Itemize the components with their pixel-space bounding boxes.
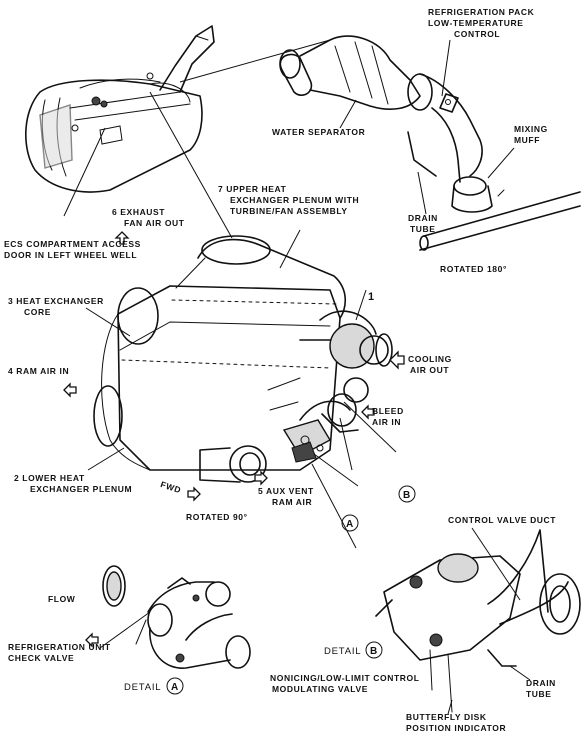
aux-vent-label: 5 AUX VENT RAM AIR <box>258 486 317 507</box>
svg-text:B: B <box>403 490 411 501</box>
svg-text:DETAIL: DETAIL <box>324 646 361 657</box>
rotated-180-label: ROTATED 180° <box>440 264 507 274</box>
refrigeration-check-valve-label: REFRIGERATION UNIT CHECK VALVE <box>8 642 114 663</box>
callout-a: A <box>341 514 359 532</box>
butterfly-indicator-label: BUTTERFLY DISK POSITION INDICATOR <box>406 712 506 733</box>
heat-exchanger-assembly <box>93 235 393 483</box>
svg-text:A: A <box>346 519 354 530</box>
detail-a-drawing <box>102 565 251 669</box>
heat-exchanger-core-label: 3 HEAT EXCHANGER CORE <box>8 296 107 317</box>
rotated-90-label: ROTATED 90° <box>186 512 248 522</box>
circle-letter-icon <box>365 641 383 659</box>
hollow-arrow-icon <box>389 350 405 370</box>
water-separator-assembly <box>279 35 581 251</box>
lower-plenum-label: 2 LOWER HEAT EXCHANGER PLENUM <box>14 473 132 494</box>
svg-text:B: B <box>370 646 378 657</box>
control-valve-duct-label: CONTROL VALVE DUCT <box>448 515 556 525</box>
detail-a-caption: DETAIL A <box>124 677 184 695</box>
hollow-arrow-icon <box>254 470 268 486</box>
drain-tube-top-label: DRAIN TUBE <box>408 213 441 234</box>
circle-letter-icon <box>166 677 184 695</box>
svg-text:DETAIL: DETAIL <box>124 682 161 693</box>
drain-tube-bottom-label: DRAIN TUBE <box>526 678 559 699</box>
hollow-arrow-icon <box>85 632 99 648</box>
ram-air-in-label: 4 RAM AIR IN <box>8 366 69 376</box>
ecs-door-label: ECS COMPARTMENT ACCESS DOOR IN LEFT WHEE… <box>4 239 144 260</box>
item-1-label: 1 <box>368 291 374 303</box>
hollow-arrow-icon <box>114 231 130 245</box>
bleed-air-in-label: BLEED AIR IN <box>372 406 407 427</box>
hollow-arrow-icon <box>63 382 77 398</box>
hollow-arrow-icon <box>361 404 375 420</box>
detail-b-drawing <box>375 529 581 713</box>
airflow-arrows <box>63 231 405 648</box>
cooling-air-out-label: COOLING AIR OUT <box>408 354 455 375</box>
circle-letter-icon <box>341 514 359 532</box>
exhaust-fan-label: 6 EXHAUST FAN AIR OUT <box>112 207 185 228</box>
nonicing-valve-label: NONICING/LOW-LIMIT CONTROL MODULATING VA… <box>270 673 422 694</box>
fwd-label: FWD <box>159 479 182 495</box>
mixing-muff-label: MIXING MUFF <box>514 124 551 145</box>
labels: REFRIGERATION PACK LOW-TEMPERATURE CONTR… <box>4 7 559 733</box>
refrigeration-pack-label: REFRIGERATION PACK LOW-TEMPERATURE CONTR… <box>428 7 537 39</box>
circle-letter-icon <box>398 485 416 503</box>
callout-b: B <box>398 485 416 503</box>
ecs-compartment-drawing <box>25 25 215 193</box>
flow-label: FLOW <box>48 594 76 604</box>
svg-text:A: A <box>171 682 179 693</box>
detail-b-caption: DETAIL B <box>324 641 383 659</box>
hollow-arrow-icon <box>187 486 201 502</box>
water-separator-label: WATER SEPARATOR <box>272 127 365 137</box>
upper-plenum-label: 7 UPPER HEAT EXCHANGER PLENUM WITH TURBI… <box>218 184 362 216</box>
